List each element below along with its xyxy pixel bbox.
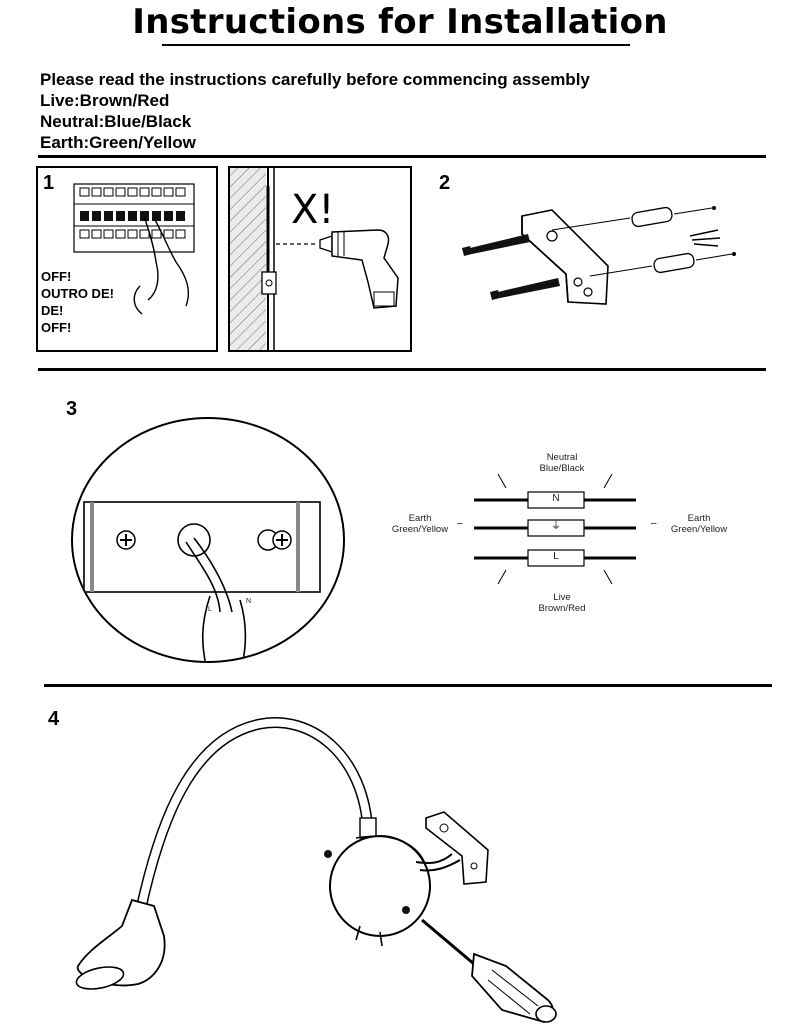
wire-tag-l: L [208,606,212,613]
intro-neutral-wire: Neutral:Blue/Black [40,112,192,131]
earth-right-dash: – [651,518,657,529]
earth-right-label: Earth Green/Yellow [670,513,728,535]
section-divider [44,684,772,687]
title-underline [162,44,630,46]
step-1-wall-drill-warning [228,166,412,352]
step-4-assembled-lamp [75,717,557,1023]
step-3-wiring-circle [71,417,345,663]
earth-left-label: Earth Green/Yellow [391,513,449,535]
terminal-earth: ⏚ [551,521,561,532]
neutral-label: Neutral Blue/Black [539,452,585,474]
section-divider [38,155,766,158]
off-label: DE! [41,303,64,318]
page-title: Instructions for Installation [132,2,668,42]
step-4-number: 4 [48,708,60,730]
terminal-n: N [552,493,560,504]
step-2-number: 2 [439,172,451,194]
live-label: Live Brown/Red [538,592,586,614]
off-label: OFF! [41,269,72,284]
intro-live-wire: Live:Brown/Red [40,91,170,110]
step-1-number: 1 [43,172,55,194]
drill-warning-x: X! [291,187,335,233]
terminal-l: L [553,551,559,562]
earth-left-dash: – [457,518,463,529]
step-3-number: 3 [66,398,78,420]
step-3-terminal-block [474,473,636,585]
off-label: OUTRO DE! [41,286,114,301]
off-label: OFF! [41,320,72,335]
section-divider [38,368,766,371]
step-1-breaker-panel [36,166,218,352]
intro-instruction: Please read the instructions carefully b… [40,70,590,89]
wire-tag-n: N [246,598,252,605]
intro-earth-wire: Earth:Green/Yellow [40,133,196,152]
step-2-bracket-screws [462,206,736,305]
